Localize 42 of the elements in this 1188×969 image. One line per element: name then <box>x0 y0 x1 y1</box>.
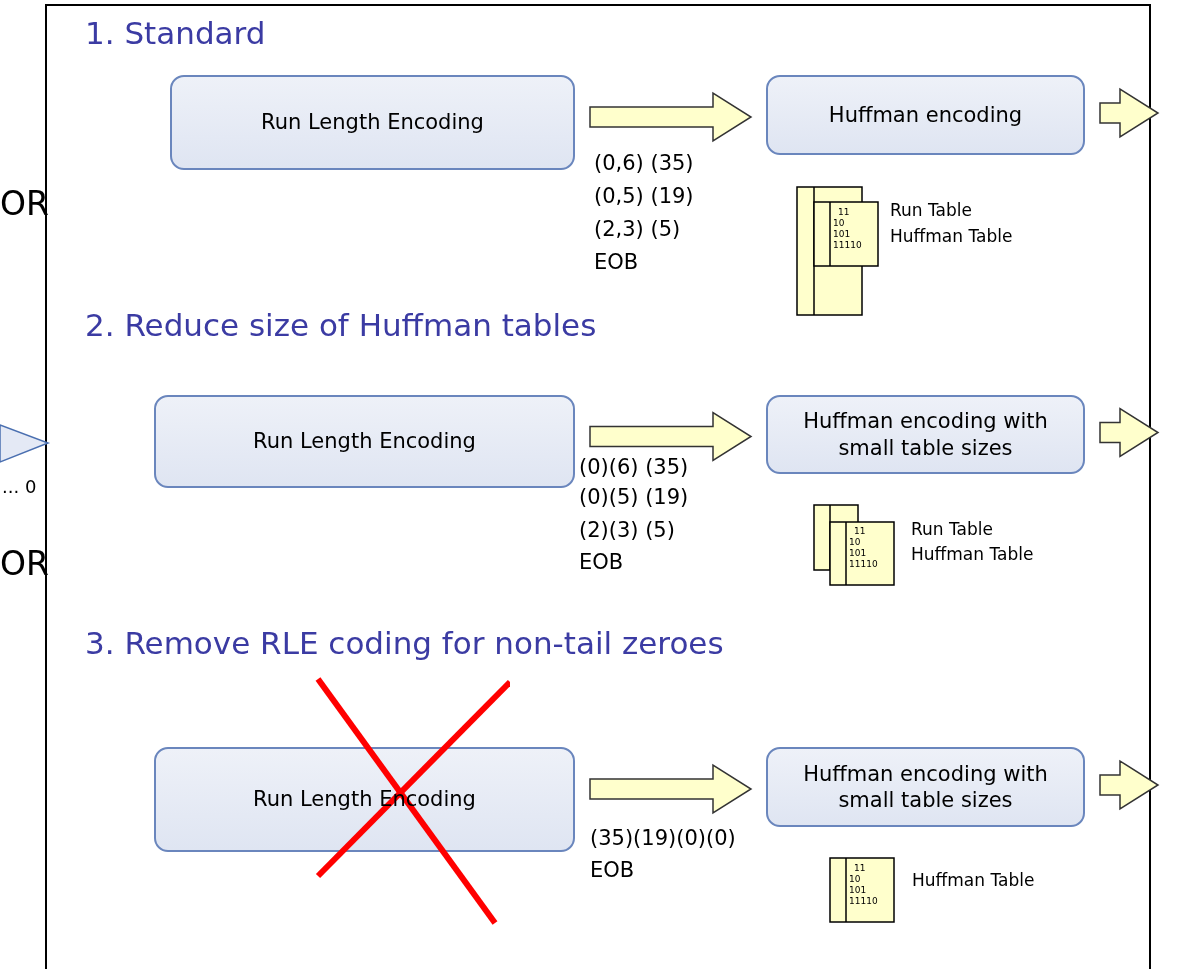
code-line: EOB <box>590 857 635 884</box>
code-line: EOB <box>579 549 624 576</box>
table-entry: 11 <box>854 527 866 536</box>
process-box: Huffman encoding with small table sizes <box>766 747 1085 827</box>
block-arrow <box>1099 87 1160 139</box>
table-entry: 101 <box>849 549 867 558</box>
table-entry: 10 <box>849 875 861 884</box>
table-entry: 11 <box>854 864 866 873</box>
code-line: (35)(19)(0)(0) <box>590 825 736 852</box>
table-name: Huffman Table <box>911 544 1034 566</box>
table-entry: 11 <box>838 208 850 217</box>
table-name: Run Table <box>890 200 972 222</box>
process-box: Run Length Encoding <box>170 75 575 170</box>
section-heading: 1. Standard <box>85 18 266 49</box>
table-entry: 11110 <box>833 241 862 250</box>
process-box: Run Length Encoding <box>154 395 575 488</box>
code-line: (0,6) (35) <box>594 150 694 177</box>
table-entry: 101 <box>849 886 867 895</box>
code-line: (0)(6) (35) <box>579 454 689 481</box>
code-line: EOB <box>594 249 639 276</box>
section-heading: 3. Remove RLE coding for non-tail zeroes <box>85 628 724 659</box>
table-entry: 11110 <box>849 897 878 906</box>
table-name: Huffman Table <box>890 226 1013 248</box>
block-arrow <box>589 411 753 462</box>
code-line: (2)(3) (5) <box>579 517 675 544</box>
block-arrow <box>1099 759 1160 811</box>
table-name: Huffman Table <box>912 870 1035 892</box>
process-box: Huffman encoding <box>766 75 1085 155</box>
table-entry: 11110 <box>849 560 878 569</box>
code-line: (0)(5) (19) <box>579 484 689 511</box>
table-entry: 10 <box>833 219 845 228</box>
block-arrow <box>1099 407 1160 458</box>
ellipsis-label: ... 0 <box>2 478 37 496</box>
code-line: (2,3) (5) <box>594 216 681 243</box>
block-arrow <box>589 763 753 815</box>
section-heading: 2. Reduce size of Huffman tables <box>85 310 597 341</box>
block-arrow <box>589 91 753 143</box>
table-name: Run Table <box>911 519 993 541</box>
table-entry: 101 <box>833 230 851 239</box>
code-line: (0,5) (19) <box>594 183 694 210</box>
table-entry: 10 <box>849 538 861 547</box>
process-box: Huffman encoding with small table sizes <box>766 395 1085 474</box>
